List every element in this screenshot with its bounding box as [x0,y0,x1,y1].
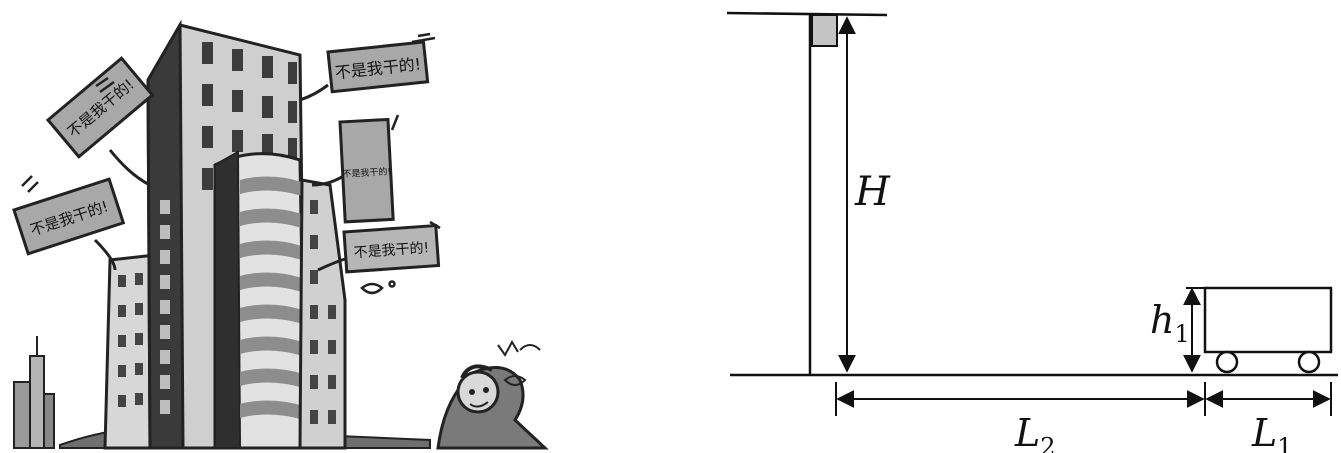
distant-skyline [13,336,55,449]
cartoon-illustration: 不是我干的! 不是我干的! 不是我干的! 不是我干的! 不是我干的! [12,19,549,450]
building-right [298,178,347,450]
protest-sign-5: 不是我干的! [342,223,441,274]
label-L1: L1 [1251,411,1293,453]
dazed-person [436,339,549,450]
truck-wheel-rear [1215,350,1239,374]
protest-sign-4: 不是我干的! [338,117,395,224]
rooftop-line [726,11,888,17]
sign-text-4: 不是我干的! [342,165,391,180]
falling-object [811,14,838,47]
truck [1203,286,1333,374]
label-H: H [854,169,891,215]
protest-sign-3: 不是我干的! [12,177,126,256]
protest-sign-1: 不是我干的! [326,40,430,94]
label-L2: L2 [1014,411,1056,453]
label-h1: h1 [1150,298,1190,348]
protest-sign-2: 不是我干的! [45,56,155,159]
building-striped [213,150,307,450]
sign-text-5: 不是我干的! [353,240,430,261]
physics-diagram: H h1 L2 L1 [726,11,1338,453]
truck-wheel-front [1297,350,1321,374]
truck-body [1203,286,1333,354]
motion-marks [21,32,441,295]
